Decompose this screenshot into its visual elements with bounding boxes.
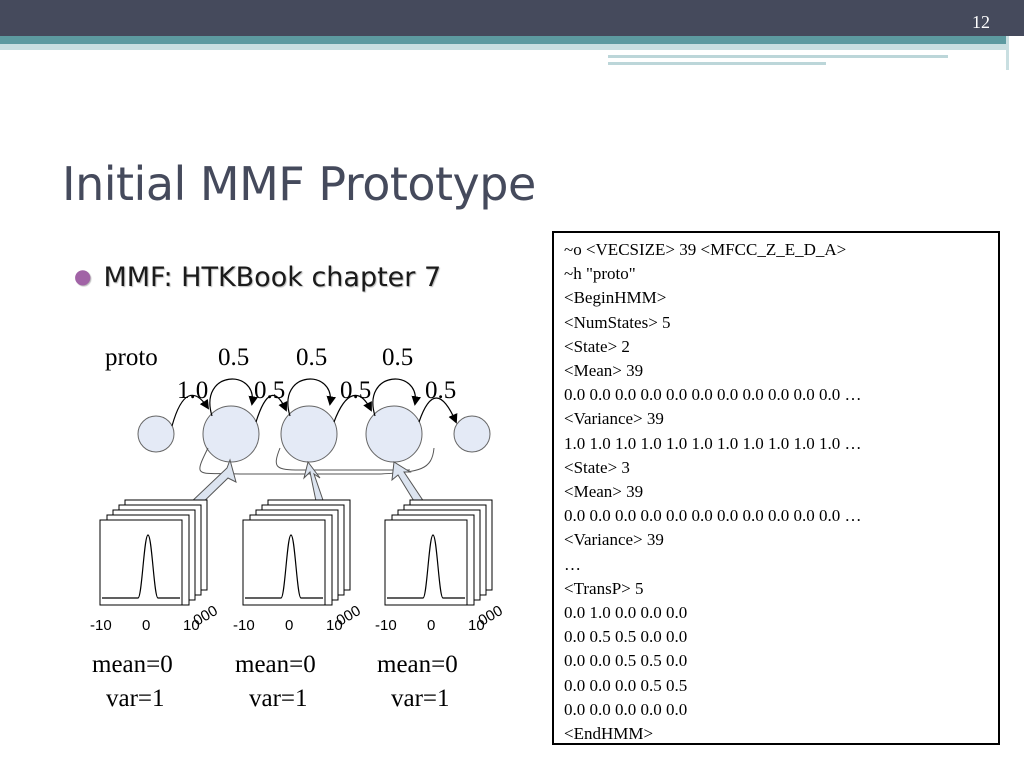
skip-transition-line xyxy=(199,447,435,475)
hmm-diagram: proto 0.5 0.5 0.5 1.0 0.5 0.5 0.5 -10 0 … xyxy=(90,344,506,712)
code-line: 1.0 1.0 1.0 1.0 1.0 1.0 1.0 1.0 1.0 1.0 … xyxy=(564,433,862,453)
gaussian-stack: -10 0 10 000 mean=0 var=1 xyxy=(90,499,221,712)
tick-label: -10 xyxy=(90,617,112,634)
self-loop-arrow xyxy=(287,378,336,417)
bullet-text: MMF: HTKBook chapter 7 xyxy=(103,262,442,293)
mean-label: mean=0 xyxy=(235,651,316,678)
var-label: var=1 xyxy=(249,685,308,712)
emission-arrow xyxy=(391,461,425,507)
transition-prob: 0.5 xyxy=(425,377,456,404)
tick-label: 10 xyxy=(183,617,200,634)
header-light-bar xyxy=(0,44,1008,50)
self-loop-prob: 0.5 xyxy=(296,344,327,371)
exit-state xyxy=(453,415,491,453)
code-line: 0.0 0.0 0.5 0.5 0.0 xyxy=(564,651,688,671)
gaussian-curve xyxy=(387,534,465,599)
gaussian-stack: -10 0 10 000 mean=0 var=1 xyxy=(233,499,364,712)
code-line: <TransP> 5 xyxy=(564,578,644,598)
tick-label: 0 xyxy=(142,617,150,634)
emitting-state xyxy=(280,405,338,463)
slide-number: 12 xyxy=(972,12,990,32)
transition-arrow xyxy=(255,394,288,423)
self-loop-prob: 0.5 xyxy=(218,344,249,371)
tick-label: 10 xyxy=(468,617,485,634)
transition-prob: 0.5 xyxy=(340,377,371,404)
gaussian-stack: -10 0 10 000 mean=0 var=1 xyxy=(375,499,506,712)
code-line: 0.0 0.5 0.5 0.0 0.0 xyxy=(564,627,688,647)
self-loop-arrow xyxy=(372,378,421,417)
code-line: <EndHMM> xyxy=(564,724,654,744)
mean-label: mean=0 xyxy=(92,651,173,678)
self-loop-prob: 0.5 xyxy=(382,344,413,371)
transition-arrow xyxy=(171,394,210,427)
var-label: var=1 xyxy=(106,685,165,712)
code-line: ~h "proto" xyxy=(564,264,636,284)
code-line: <BeginHMM> xyxy=(564,288,667,308)
bullet-dot-icon: ● xyxy=(74,264,92,288)
code-line: 0.0 0.0 0.0 0.0 0.0 0.0 0.0 0.0 0.0 0.0 … xyxy=(564,385,862,405)
code-line: 0.0 0.0 0.0 0.0 0.0 0.0 0.0 0.0 0.0 0.0 … xyxy=(564,506,862,526)
gaussian-curve xyxy=(102,534,180,599)
header-band xyxy=(0,0,1024,36)
tick-label: 0 xyxy=(427,617,435,634)
self-loop-arrow xyxy=(209,378,258,417)
gaussian-plot-frame xyxy=(242,519,326,606)
transition-arrow xyxy=(333,394,372,423)
var-label: var=1 xyxy=(391,685,450,712)
emission-arrow xyxy=(303,460,326,507)
code-line: <Mean> 39 xyxy=(564,361,644,381)
code-line: <Mean> 39 xyxy=(564,482,644,502)
code-line: 0.0 0.0 0.0 0.5 0.5 xyxy=(564,675,688,695)
mean-label: mean=0 xyxy=(377,651,458,678)
code-line: <Variance> 39 xyxy=(564,409,664,429)
tick-label: -10 xyxy=(375,617,397,634)
code-line: <NumStates> 5 xyxy=(564,312,671,332)
code-line: 0.0 1.0 0.0 0.0 0.0 xyxy=(564,603,688,623)
skip-transition-line xyxy=(275,447,410,471)
entry-state xyxy=(137,415,175,453)
code-line: ~o <VECSIZE> 39 <MFCC_Z_E_D_A> xyxy=(564,240,847,259)
decorative-line xyxy=(1006,36,1009,70)
transition-prob: 1.0 xyxy=(177,377,208,404)
bullet-item: ● MMF: HTKBook chapter 7 xyxy=(74,262,441,293)
code-line: <Variance> 39 xyxy=(564,530,664,550)
tick-label: 10 xyxy=(326,617,343,634)
gaussian-plot-frame xyxy=(384,519,468,606)
proto-label: proto xyxy=(105,344,158,371)
code-line: 0.0 0.0 0.0 0.0 0.0 xyxy=(564,699,688,719)
tick-label: -10 xyxy=(233,617,255,634)
decorative-line xyxy=(608,62,826,65)
tick-label: 0 xyxy=(285,617,293,634)
gaussian-curve xyxy=(245,534,323,599)
code-line: … xyxy=(564,554,581,574)
hmm-definition-box: ~o <VECSIZE> 39 <MFCC_Z_E_D_A> ~h "proto… xyxy=(552,231,1000,745)
transition-arrow xyxy=(418,397,458,424)
header-accent-bar xyxy=(0,36,1008,44)
gaussian-plot-frame xyxy=(99,519,183,606)
decorative-line xyxy=(608,55,948,58)
code-line: <State> 2 xyxy=(564,336,630,356)
code-line: <State> 3 xyxy=(564,457,630,477)
slide-title: Initial MMF Prototype xyxy=(62,157,536,211)
